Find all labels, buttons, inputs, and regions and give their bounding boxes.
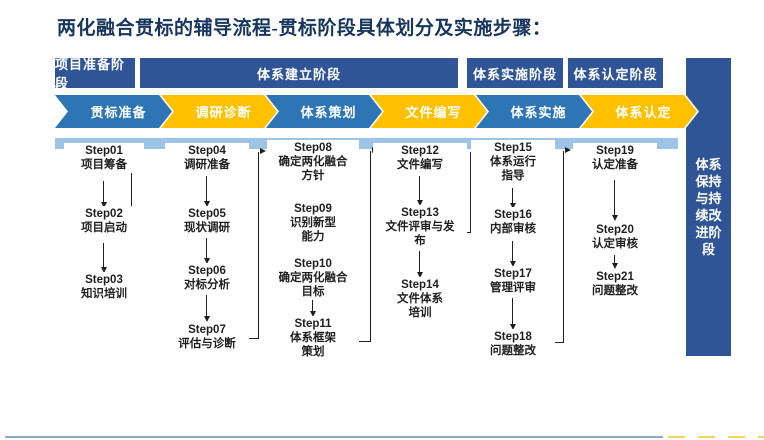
step-name: 认定审核: [592, 238, 638, 250]
step-02: Step02 项目启动: [64, 206, 144, 236]
chevron-guanbiao-zhunbei: 贯标准备: [55, 95, 172, 128]
down-arrow: [510, 298, 517, 330]
step-id: Step11: [294, 318, 332, 330]
step-id: Step15: [494, 142, 532, 154]
down-arrow: [417, 176, 424, 206]
step-name: 体系框架 策划: [290, 332, 336, 358]
elbow-arrow-col2-col3: [245, 147, 266, 339]
step-id: Step09: [294, 203, 332, 215]
chevron-wenjian-bianxie: 文件编写: [370, 95, 487, 128]
step-id: Step16: [494, 209, 532, 221]
chevron-diaoyan-zhenduan: 调研诊断: [160, 95, 277, 128]
step-name: 内部审核: [490, 223, 536, 235]
down-arrow: [612, 180, 619, 221]
step-id: Step02: [85, 208, 123, 220]
step-name: 确定两化融合 目标: [278, 272, 348, 298]
step-name: 问题整改: [592, 285, 638, 297]
step-06: Step06 对标分析: [165, 263, 249, 293]
step-10: Step10 确定两化融合 目标: [267, 256, 359, 300]
down-arrow: [204, 238, 211, 264]
step-name: 调研准备: [184, 159, 230, 171]
step-03: Step03 知识培训: [64, 272, 144, 302]
down-arrow: [417, 251, 424, 278]
bottom-border-line: [5, 436, 663, 438]
step-id: Step04: [188, 145, 226, 157]
down-arrow: [101, 181, 108, 208]
step-id: Step07: [188, 324, 226, 336]
down-arrow: [510, 188, 517, 209]
page-title: 两化融合贯标的辅导流程-贯标阶段具体划分及实施步骤：: [57, 18, 552, 39]
step-11: Step11 体系框架 策划: [267, 316, 359, 360]
down-arrow: [204, 295, 211, 322]
step-id: Step18: [494, 331, 532, 343]
phase-box-system-build: 体系建立阶段: [140, 58, 458, 88]
step-name: 体系运行 指导: [490, 156, 536, 182]
step-id: Step13: [401, 207, 439, 219]
step-07: Step07 评估与诊断: [165, 322, 249, 352]
step-id: Step10: [294, 258, 332, 270]
step-id: Step19: [596, 145, 634, 157]
step-name: 项目筹备: [81, 159, 127, 171]
step-name: 评估与诊断: [178, 338, 236, 350]
bottom-border-dashes: [668, 436, 764, 438]
chevron-tixi-rending: 体系认定: [580, 95, 697, 128]
step-id: Step20: [596, 224, 634, 236]
down-arrow: [612, 255, 619, 269]
phase-box-system-impl: 体系实施阶段: [467, 58, 563, 88]
phase-box-project-prep: 项目准备阶段: [55, 57, 135, 91]
step-name: 认定准备: [592, 159, 638, 171]
step-17: Step17 管理评审: [471, 266, 555, 296]
chevron-tixi-shishi: 体系实施: [475, 95, 592, 128]
step-name: 识别新型 能力: [290, 217, 336, 243]
step-name: 确定两化融合 方针: [278, 156, 348, 182]
step-16: Step16 内部审核: [471, 207, 555, 237]
step-id: Step01: [85, 145, 123, 157]
down-arrow: [310, 300, 317, 317]
step-name: 文件编写: [397, 159, 443, 171]
elbow-arrow-col5-col6: [549, 146, 571, 343]
step-19: Step19 认定准备: [573, 143, 657, 173]
chevron-tixi-cehua: 体系策划: [265, 95, 382, 128]
step-id: Step03: [85, 274, 123, 286]
step-name: 项目启动: [81, 222, 127, 234]
step-09: Step09 识别新型 能力: [267, 201, 359, 245]
timeline-band: [55, 138, 678, 149]
step-id: Step17: [494, 268, 532, 280]
step-id: Step12: [401, 145, 439, 157]
step-18: Step18 问题整改: [471, 329, 555, 359]
down-arrow: [510, 241, 517, 267]
step-name: 文件体系 培训: [397, 293, 443, 319]
step-01: Step01 项目筹备: [64, 143, 144, 173]
step-id: Step14: [401, 279, 439, 291]
step-id: Step08: [294, 142, 332, 154]
step-name: 管理评审: [490, 282, 536, 294]
step-name: 对标分析: [184, 279, 230, 291]
step-id: Step06: [188, 265, 226, 277]
step-14: Step14 文件体系 培训: [373, 277, 467, 321]
step-id: Step05: [188, 208, 226, 220]
step-15: Step15 体系运行 指导: [471, 140, 555, 184]
step-id: Step21: [596, 271, 634, 283]
step-04: Step04 调研准备: [165, 143, 249, 173]
step-21: Step21 问题整改: [573, 269, 657, 299]
step-name: 现状调研: [184, 222, 230, 234]
step-05: Step05 现状调研: [165, 206, 249, 236]
step-13: Step13 文件评审与发 布: [373, 205, 467, 249]
step-name: 问题整改: [490, 345, 536, 357]
down-arrow: [204, 176, 211, 207]
step-name: 文件评审与发 布: [385, 221, 455, 247]
step-08: Step08 确定两化融合 方针: [267, 140, 359, 184]
step-12: Step12 文件编写: [373, 143, 467, 173]
side-phase-label: 体系 保持 与持 续改 进阶 段: [695, 157, 722, 257]
down-arrow: [101, 243, 108, 273]
phase-box-system-certify: 体系认定阶段: [568, 58, 663, 88]
step-20: Step20 认定审核: [573, 222, 657, 252]
step-name: 知识培训: [81, 288, 127, 300]
